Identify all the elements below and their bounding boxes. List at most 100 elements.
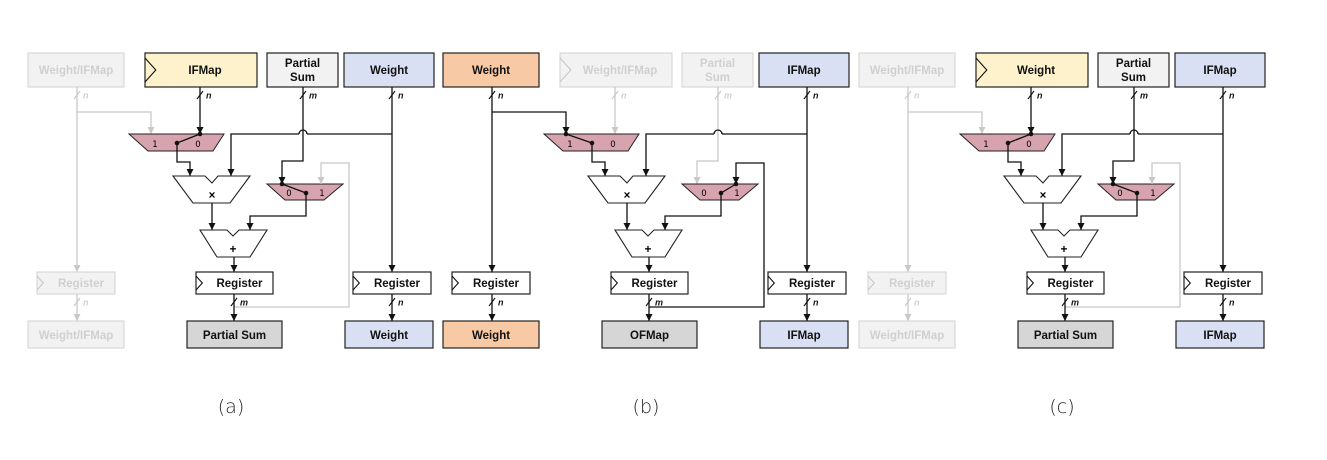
feedback-wire <box>1065 162 1181 308</box>
left-to-mux1-wire <box>492 111 567 134</box>
bus-width-label: n <box>206 91 212 101</box>
register-rect <box>867 271 947 295</box>
mux-1-input-label: 1 <box>567 140 572 150</box>
output-box-1: Partial Sum <box>1017 320 1114 349</box>
input-box-rect <box>27 52 125 88</box>
arrowhead-icon <box>388 265 396 272</box>
clock-triangle-icon <box>867 275 876 291</box>
output-label: Weight/IFMap <box>39 330 114 342</box>
register-label: Register <box>1047 278 1094 290</box>
output-box-rect <box>27 320 125 349</box>
partial-sum-to-mux2-wire <box>696 87 719 184</box>
bus-width-label: n <box>83 91 89 101</box>
bus-width-label: m <box>309 91 317 101</box>
mux-1-switch <box>1007 133 1032 144</box>
bus-width-label: n <box>621 91 627 101</box>
input-box-rect <box>975 52 1089 88</box>
feedback-wire <box>649 162 765 308</box>
arrowhead-icon <box>73 265 81 272</box>
input-label-line2: Sum <box>290 72 315 84</box>
clock-triangle-icon <box>559 57 572 83</box>
output-box-1: Partial Sum <box>186 320 283 349</box>
arrowhead-icon <box>196 127 204 134</box>
mux-1-input-label: 0 <box>1026 140 1031 150</box>
clock-triangle-icon <box>1183 275 1192 291</box>
right-to-multiplier-wire <box>1061 133 1130 176</box>
mux-2-input-label: 1 <box>1150 189 1155 199</box>
arrowhead-icon <box>1058 169 1066 176</box>
multiplier-symbol: × <box>624 190 631 202</box>
register-rect <box>451 271 531 295</box>
mux-2-input-label: 0 <box>701 189 706 199</box>
arrowhead-icon <box>978 127 986 134</box>
arrowhead-icon <box>645 265 653 272</box>
output-label: OFMap <box>630 330 669 342</box>
output-box-2: Weight <box>344 320 434 349</box>
mux-1-input-label: 1 <box>983 140 988 150</box>
arrowhead-icon <box>147 127 155 134</box>
mux-2-switch <box>720 183 737 194</box>
bus-width-label: n <box>498 298 504 308</box>
input-label: Weight/IFMap <box>583 65 658 77</box>
output-box-rect <box>442 320 540 349</box>
arrowhead-icon <box>803 314 811 321</box>
arrowhead-icon <box>732 177 740 184</box>
clock-triangle-icon <box>36 275 45 291</box>
arrowhead-icon <box>904 265 912 272</box>
input-label-line1: Partial <box>1116 58 1151 70</box>
bus-width-label: n <box>1229 298 1235 308</box>
arrowhead-icon <box>317 177 325 184</box>
output-box-0: Weight <box>442 320 540 349</box>
arrowhead-icon <box>230 265 238 272</box>
panel-caption: (b) <box>633 396 660 418</box>
bus-width-slash <box>645 297 653 307</box>
arrowhead-icon <box>1109 177 1117 184</box>
arrowhead-icon <box>388 314 396 321</box>
bus-width-slash <box>803 297 811 307</box>
right-to-multiplier-wire <box>230 133 299 176</box>
output-box-2: IFMap <box>1175 320 1265 349</box>
bus-width-slash <box>388 297 396 307</box>
clock-triangle-icon <box>975 57 988 83</box>
arrowhead-icon <box>642 169 650 176</box>
arrowhead-icon <box>623 223 631 230</box>
arrowhead-icon <box>803 265 811 272</box>
register-1: Register m <box>1026 271 1105 321</box>
bus-width-label: m <box>1140 91 1148 101</box>
arrowhead-icon <box>246 223 254 230</box>
bus-width-label: m <box>1071 298 1079 308</box>
bus-width-label: m <box>724 91 732 101</box>
mux-1-input-label: 0 <box>610 140 615 150</box>
input-box-rect <box>758 52 850 88</box>
register-label: Register <box>1205 278 1252 290</box>
output-label: Weight <box>472 330 510 342</box>
multiplier-symbol: × <box>1040 190 1047 202</box>
output-label: Partial Sum <box>203 330 266 342</box>
clock-triangle-icon <box>352 275 361 291</box>
junction-dot <box>279 181 285 187</box>
bus-width-label: n <box>83 298 89 308</box>
bus-width-label: m <box>655 298 663 308</box>
bus-width-label: n <box>813 298 819 308</box>
input-box-rect <box>1097 52 1170 88</box>
arrowhead-icon <box>1219 265 1227 272</box>
mux-2-input-label: 1 <box>734 189 739 199</box>
output-box-rect <box>1017 320 1114 349</box>
output-box-rect <box>1175 320 1265 349</box>
